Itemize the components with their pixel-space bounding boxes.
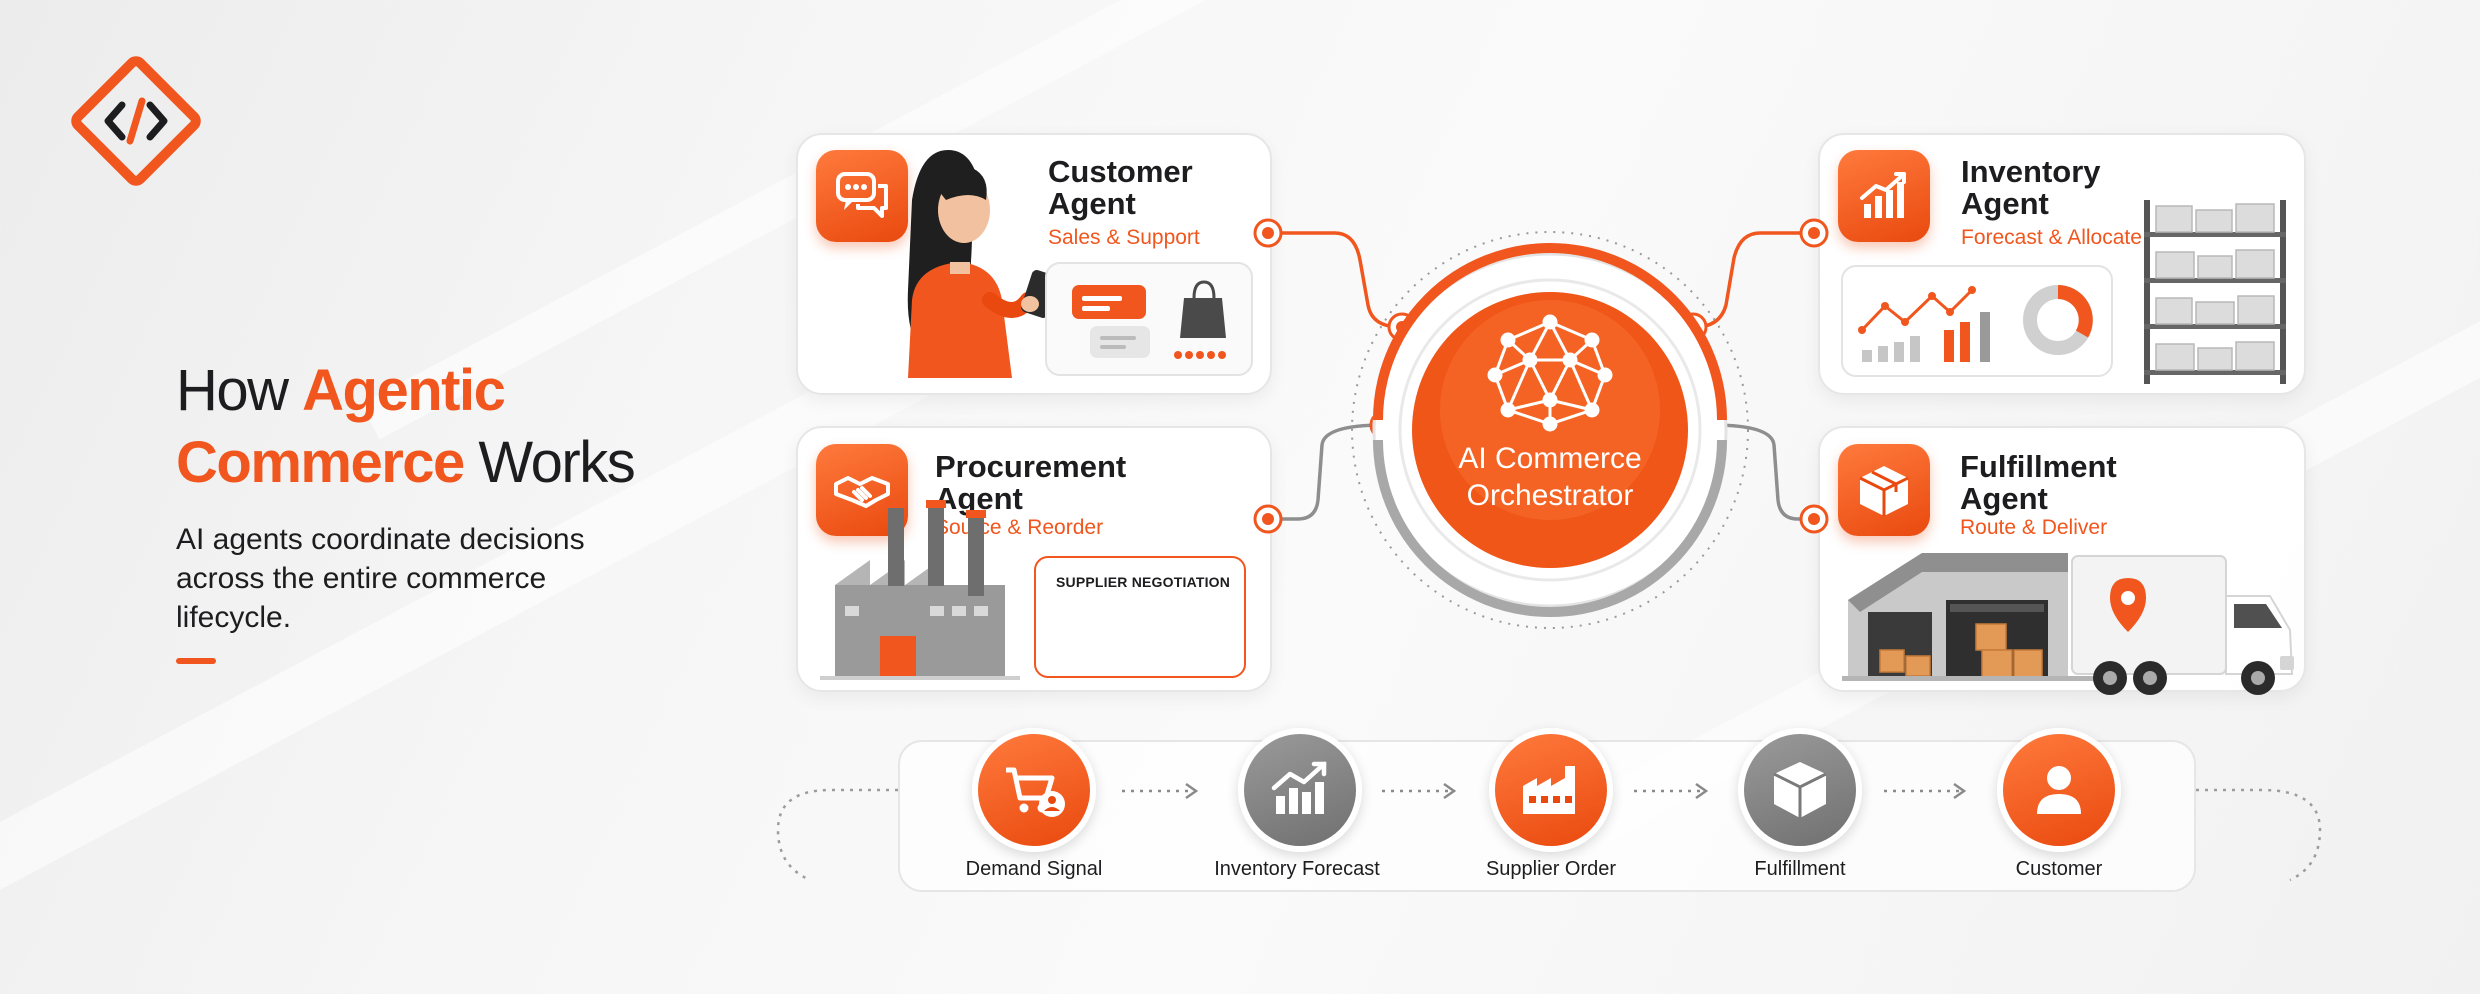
customer-agent-title: Customer Agent (1048, 156, 1193, 220)
title-line: Fulfillment (1960, 449, 2117, 484)
warehouse-shelf-illustration (2144, 200, 2286, 384)
title-line: Customer (1048, 154, 1193, 189)
cart-user-icon (1006, 767, 1065, 817)
title-line: Agent (1960, 481, 2048, 516)
supplier-negotiation-label: SUPPLIER NEGOTIATION (1056, 574, 1231, 590)
package-icon (1838, 444, 1930, 536)
orchestrator-line: Orchestrator (1466, 479, 1634, 512)
connector-lines-gray (1268, 423, 1814, 521)
title-line: Inventory (1961, 154, 2101, 189)
forecast-dashboard (1841, 265, 2113, 377)
title-line: Procurement (935, 449, 1127, 484)
bar-chart-icon (1271, 761, 1327, 814)
title-line: Agent (1048, 186, 1136, 221)
orchestrator-line: AI Commerce (1458, 442, 1642, 475)
package-icon (1773, 762, 1827, 818)
factory-icon (1523, 766, 1575, 814)
procurement-agent-title: Procurement Agent (935, 451, 1126, 515)
flow-step-label: Customer (2015, 858, 2103, 880)
flow-step-label: Fulfillment (1754, 858, 1846, 880)
flow-step-label: Inventory Forecast (1214, 858, 1380, 880)
chat-and-bag-panel (1045, 262, 1253, 376)
supplier-negotiation-panel: SUPPLIER NEGOTIATION (1034, 556, 1246, 678)
connector-lines (1268, 231, 1814, 329)
flow-step-inventory-forecast (1238, 728, 1362, 852)
flow-step-supplier-order (1489, 728, 1613, 852)
orchestrator-label: AI Commerce Orchestrator (1405, 440, 1695, 514)
accent-underline (176, 658, 216, 664)
title-line: Agent (1961, 186, 2049, 221)
fulfillment-agent-title: Fulfillment Agent (1960, 451, 2117, 515)
page-title: How Agentic Commerce Works (176, 355, 736, 499)
flow-step-customer (1997, 728, 2121, 852)
title-accent-word: Agentic (302, 358, 506, 423)
flow-step-label: Supplier Order (1485, 858, 1617, 880)
growth-chart-icon (1838, 150, 1930, 242)
title-word: How (176, 358, 303, 423)
customer-agent-subtitle: Sales & Support (1048, 226, 1200, 249)
flow-step-label: Demand Signal (965, 858, 1103, 880)
factory-illustration (820, 500, 1020, 680)
person-icon (2037, 766, 2081, 814)
inventory-agent-subtitle: Forecast & Allocate (1961, 226, 2142, 249)
title-accent-word: Commerce (176, 430, 465, 495)
code-diamond-logo (71, 56, 201, 186)
neural-network-icon (1487, 314, 1613, 432)
warehouse-building-illustration (1842, 553, 2112, 681)
fulfillment-agent-subtitle: Route & Deliver (1960, 516, 2108, 539)
title-line: Agent (935, 481, 1023, 516)
woman-with-phone-illustration (907, 150, 1059, 378)
chat-bubbles-icon (816, 150, 908, 242)
delivery-truck-illustration (2071, 555, 2294, 695)
flow-step-fulfillment (1738, 728, 1862, 852)
inventory-agent-title: Inventory Agent (1961, 156, 2101, 220)
title-word: Works (463, 430, 635, 495)
flow-track (776, 788, 2322, 882)
page-subtitle: AI agents coordinate decisions across th… (176, 523, 585, 634)
flow-step-demand-signal (972, 728, 1096, 852)
